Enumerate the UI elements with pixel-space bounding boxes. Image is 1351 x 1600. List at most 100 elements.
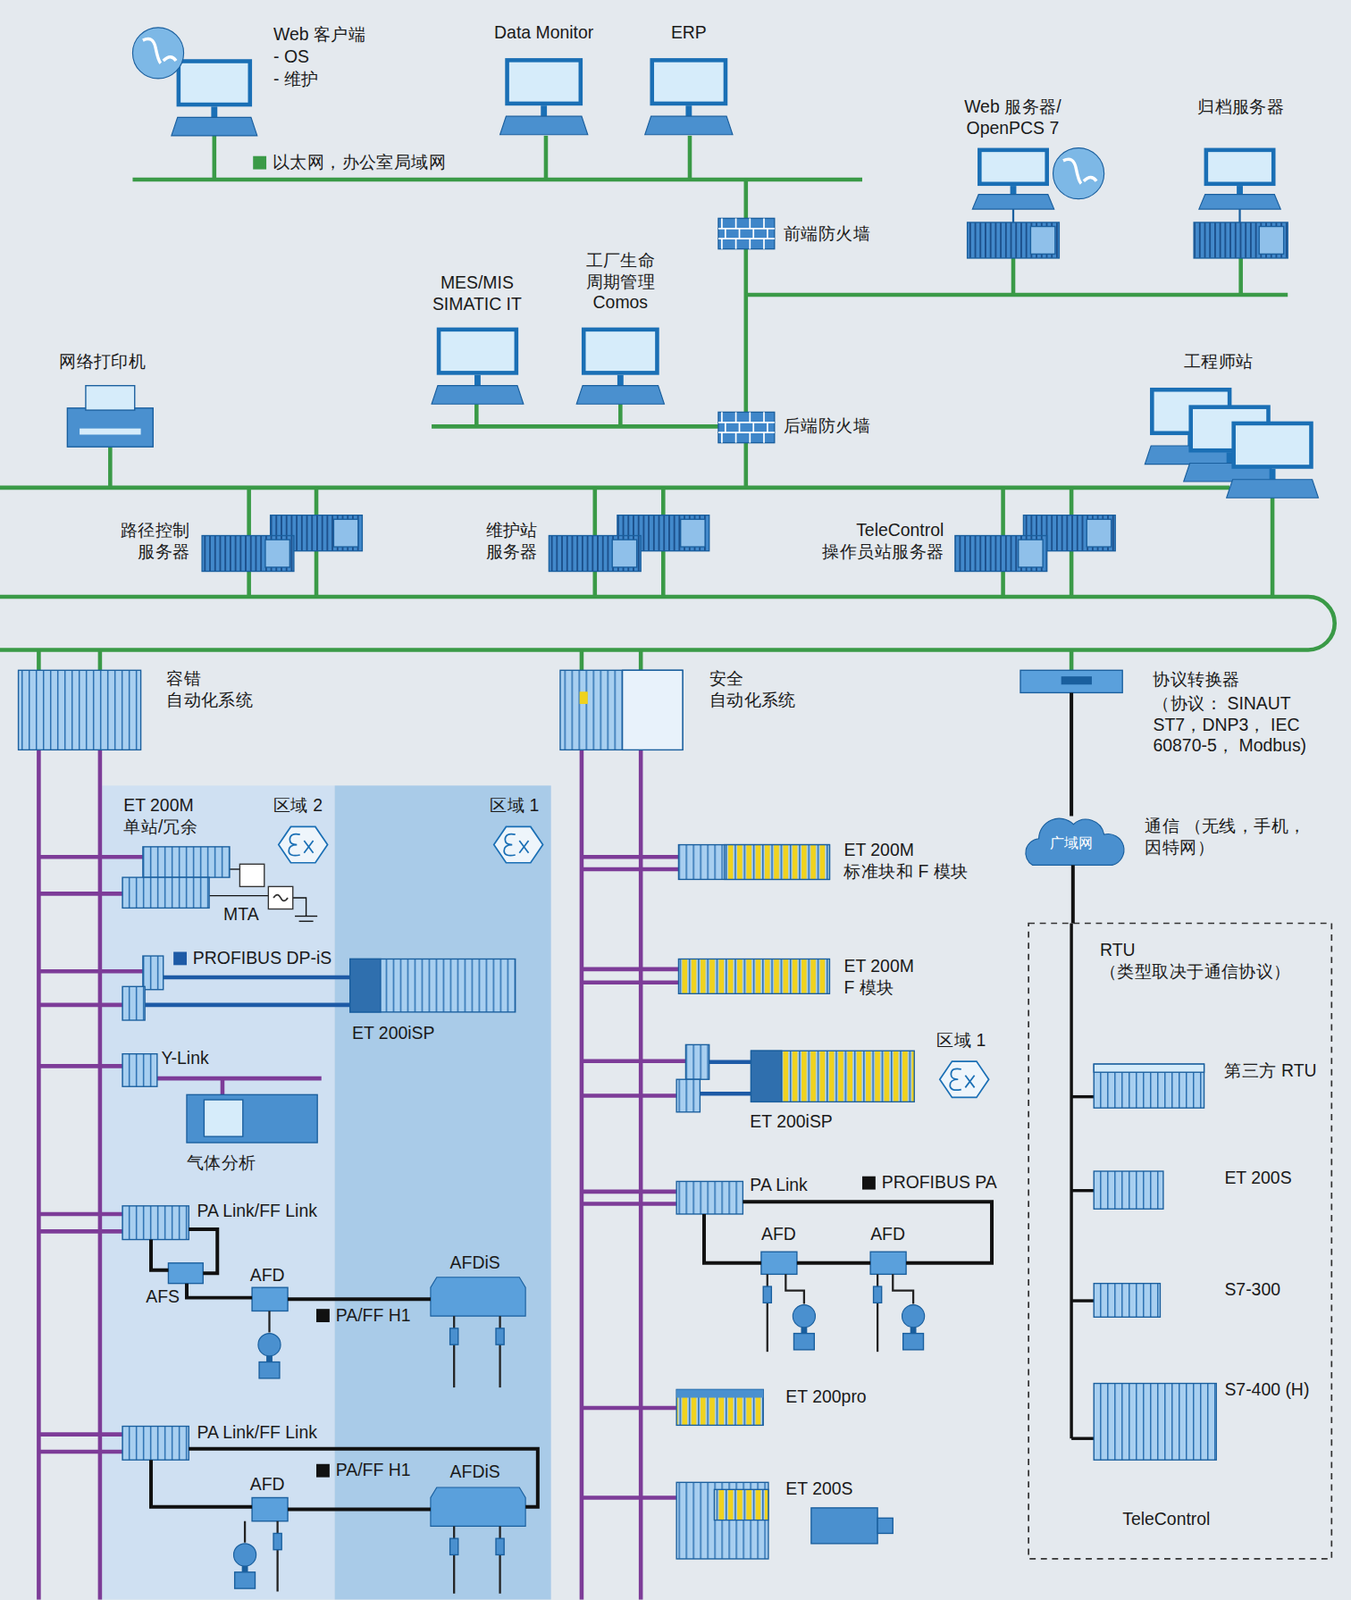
- profibus-line: [579, 749, 585, 1600]
- node-label: Y-Link: [160, 1048, 233, 1071]
- node-label: Data Monitor: [477, 23, 610, 45]
- transmitter-body: [793, 1334, 814, 1351]
- server-rack: [967, 222, 1060, 259]
- profibus-line: [98, 749, 103, 1600]
- brick-line: [721, 432, 723, 443]
- node-label: AFS: [145, 1287, 187, 1310]
- bus-connector: [186, 1283, 252, 1299]
- profibus-line: [38, 891, 123, 897]
- profibus-line: [581, 855, 679, 860]
- server-panel: [265, 539, 290, 568]
- bus-link: PA Link/FF Link: [122, 1426, 189, 1461]
- brick-line: [718, 421, 775, 424]
- ethernet-line: [544, 135, 549, 180]
- module-rack: [122, 986, 145, 1021]
- rtu-device: ET 200S: [1093, 1171, 1164, 1209]
- monitor-screen: [981, 151, 1046, 182]
- field-distributor: AFD: [870, 1251, 907, 1275]
- node-label: 区域 1: [489, 796, 549, 818]
- module-rack: [1093, 1283, 1160, 1318]
- server-rack: [548, 536, 641, 572]
- profibus-line: [581, 867, 679, 873]
- afs-box: [167, 1263, 203, 1284]
- io-station: ET 200M 单站/冗余: [122, 845, 230, 910]
- brick-line: [752, 422, 755, 433]
- brick-line: [721, 238, 723, 249]
- annotation: 区域 1: [936, 1030, 999, 1052]
- brick-line: [724, 228, 727, 239]
- dp-is-line: [144, 1003, 351, 1008]
- pro-cover: [676, 1389, 764, 1398]
- protocol-converter: 协议转换器（协议： SINAUT ST7，DNP3， IEC 60870-5， …: [1020, 670, 1123, 693]
- mta-wire: [209, 895, 269, 897]
- monitor-frame: [504, 58, 583, 106]
- monitor-stand: [1269, 469, 1276, 480]
- node-label: RTU （类型取决于通信协议）: [1099, 940, 1320, 983]
- brick-line: [721, 411, 723, 422]
- node-label: ET 200S: [785, 1479, 867, 1502]
- server-panel: [1030, 226, 1055, 255]
- mta-wire: [299, 921, 314, 923]
- brick-line: [766, 228, 769, 239]
- sensor-probe: [450, 1328, 459, 1345]
- monitor-screen: [440, 331, 514, 371]
- gas-analyzer: 气体分析: [186, 1094, 318, 1143]
- monitor-stand: [1010, 185, 1017, 195]
- monitor-frame: [581, 327, 660, 376]
- profibus-line: [581, 1093, 677, 1099]
- module-rack: [18, 670, 142, 750]
- server-panel: [680, 519, 705, 547]
- monitor-screen: [586, 331, 656, 371]
- ethernet-line: [108, 446, 113, 488]
- node-label: 工程师站: [1183, 352, 1286, 374]
- ex-symbol: [278, 826, 328, 863]
- ethernet-line: [688, 135, 693, 180]
- brick-line: [721, 218, 723, 228]
- profibus-line: [581, 967, 679, 973]
- keyboard: [431, 386, 524, 405]
- profibus-line: [38, 1003, 123, 1008]
- protocol-converter: [1020, 670, 1123, 693]
- io-station: ET 200iSP: [350, 958, 516, 1012]
- brick-line: [748, 238, 751, 249]
- module-rack: [122, 1054, 158, 1088]
- brick-line: [763, 432, 765, 443]
- module-rack: [685, 1044, 709, 1080]
- node-label: ET 200pro: [785, 1387, 888, 1410]
- node-label: 维护站 服务器: [464, 520, 538, 563]
- firewall-icon: [718, 411, 775, 443]
- keyboard: [1226, 479, 1319, 499]
- client-station: Web 客户端- OS- 维护: [132, 28, 261, 136]
- bus-connector: [188, 1229, 218, 1274]
- automation-system: 容错 自动化系统: [18, 670, 142, 750]
- legend-swatch: [862, 1176, 876, 1191]
- ex-symbol: [494, 826, 544, 863]
- terminal-bus-ring: [0, 596, 1335, 650]
- brick-line: [718, 227, 775, 230]
- transmitter-neck: [800, 1327, 807, 1335]
- transmitter-body: [259, 1362, 280, 1379]
- node-label: 区域 2: [273, 796, 333, 818]
- cable: [1238, 209, 1241, 223]
- ex-mark: [503, 834, 529, 856]
- wan-cloud: 广域网: [1025, 816, 1118, 866]
- io-station: ET 200M F 模块: [678, 958, 830, 994]
- ethernet-line: [1238, 258, 1243, 295]
- field-distributor: AFD: [251, 1287, 288, 1311]
- module-rack: [350, 958, 516, 1012]
- globe-icon: [1053, 148, 1105, 200]
- legend-swatch: [316, 1464, 330, 1478]
- ethernet-line: [0, 486, 1230, 491]
- node-label: AFDiS: [450, 1252, 512, 1275]
- monitor-frame: [176, 58, 253, 107]
- ethernet-line: [1270, 496, 1276, 597]
- sensor-probe: [495, 1328, 504, 1345]
- transmitter-head: [234, 1544, 257, 1567]
- mta-box: [268, 886, 293, 909]
- converter-led: [1061, 676, 1092, 685]
- firewall: 前端防火墙: [718, 218, 775, 249]
- monitor-frame: [436, 327, 519, 376]
- monitor-frame: [1204, 148, 1276, 186]
- sensor-cable: [243, 1521, 246, 1544]
